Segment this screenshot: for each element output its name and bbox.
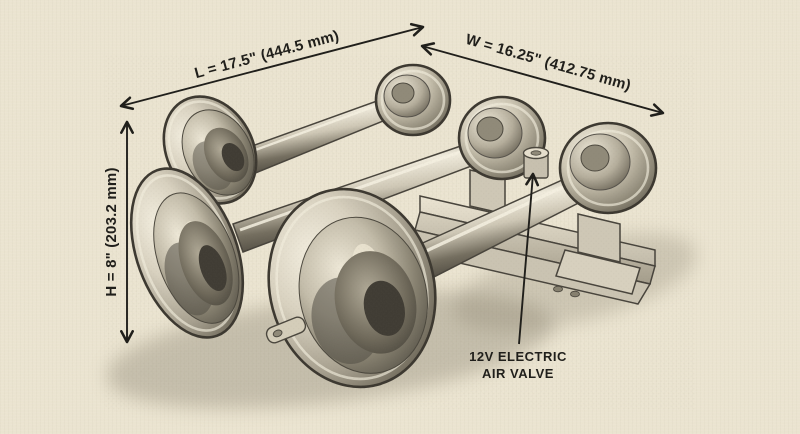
dimension-arrow-length xyxy=(119,22,425,111)
dimension-label-height: H = 8" (203.2 mm) xyxy=(103,167,120,296)
dimension-arrow-width xyxy=(420,42,665,117)
valve-callout-label-line1: 12V ELECTRIC xyxy=(469,349,567,364)
valve-callout-arrow xyxy=(518,172,540,345)
valve-callout-label-line2: AIR VALVE xyxy=(482,366,554,381)
